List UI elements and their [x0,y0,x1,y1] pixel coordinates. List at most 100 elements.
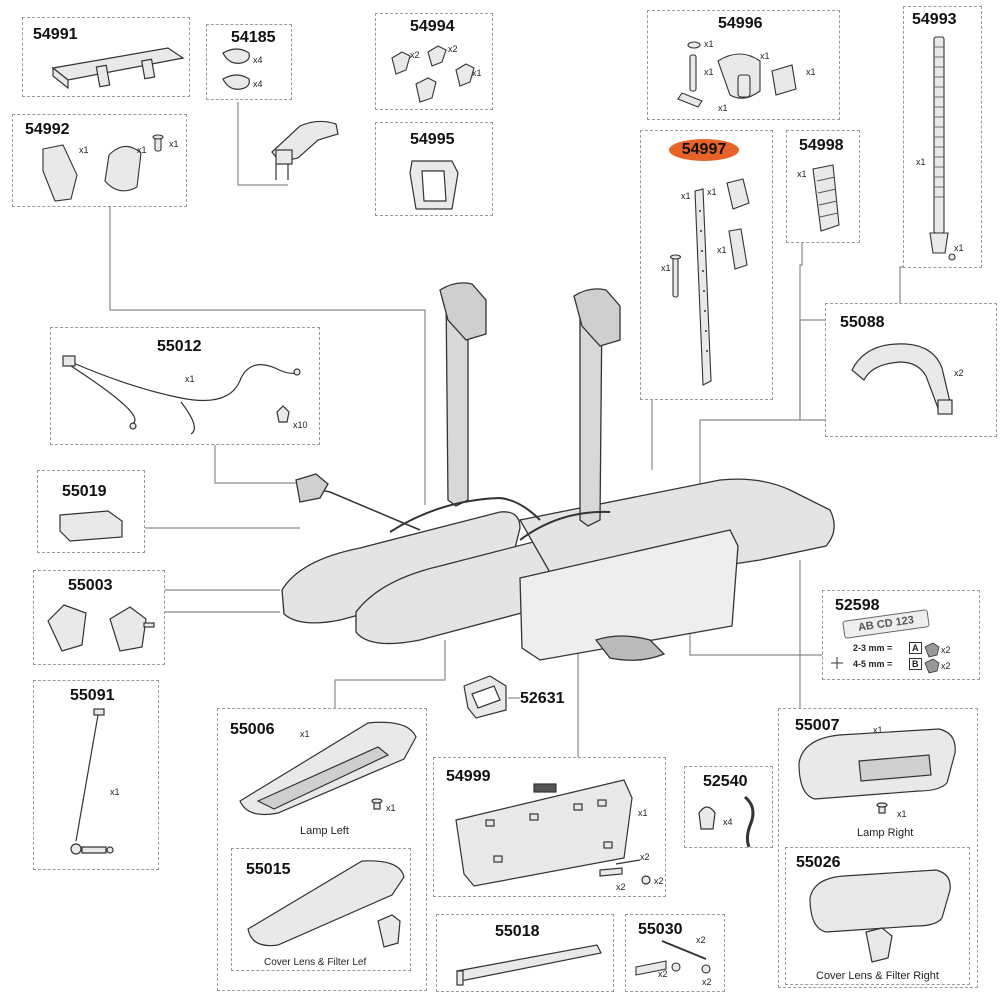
part-box-54997[interactable]: 54997 x1 x1 x1 x1 [640,130,773,400]
spacer-row-1: 2-3 mm = [853,643,893,653]
part-number: 55003 [68,577,113,594]
spacer-code-a: A [909,642,922,654]
qty-label: x1 [386,803,396,813]
qty-label: x2 [658,969,668,979]
cable-part [62,355,301,435]
part-number: 54998 [799,137,844,154]
part-number: 54996 [718,15,763,32]
part-box-54991[interactable]: 54991 [22,17,190,97]
spacer-icons [831,642,940,674]
qty-label: x2 [616,882,626,892]
clamp-rail-part [51,47,185,90]
leader-52598 [689,620,822,656]
holder-part [409,160,459,210]
spacer-row-2: 4-5 mm = [853,659,893,669]
caption: Cover Lens & Filter Lef [264,957,367,968]
part-number: 52598 [835,597,880,614]
part-box-52540[interactable]: 52540 x4 [684,766,773,848]
part-number: 54994 [410,18,455,35]
qty-label: x2 [954,368,964,378]
qty-label: x2 [410,50,420,60]
caption: Lamp Left [300,825,349,837]
part-box-54995[interactable]: 54995 [375,122,493,216]
part-box-54999[interactable]: 54999 x1 x2 x2 x2 [433,757,666,897]
qty-label: x1 [185,374,195,384]
part-number: 54997 [681,141,727,158]
bolt-set-part [635,940,711,976]
qty-label: x2 [696,935,706,945]
qty-label: x2 [654,876,664,886]
qty-label: x1 [760,51,770,61]
qty-label: x2 [941,645,951,655]
lamp-right-part [798,728,956,814]
qty-label: x1 [79,145,89,155]
qty-label: x1 [707,187,717,197]
qty-label: x1 [169,139,179,149]
qty-label: x1 [718,103,728,113]
qty-label: x1 [717,245,727,255]
caption: Cover Lens & Filter Right [816,970,939,982]
part-box-55018[interactable]: 55018 [436,914,614,992]
part-number: 54991 [33,26,78,43]
qty-label: x2 [941,661,951,671]
qty-label: x4 [253,55,263,65]
part-number: 55018 [495,923,540,940]
rail-part [456,944,602,986]
part-box-52598[interactable]: 52598 AB CD 123 2-3 mm = A x2 4-5 mm = B… [822,590,980,680]
qty-label: x4 [253,79,263,89]
part-box-55019[interactable]: 55019 [37,470,145,553]
part-box-55030[interactable]: 55030 x2 x2 x2 [625,914,725,992]
clip-set-part [391,45,475,103]
arm-set-part [42,134,164,202]
part-number: 54992 [25,121,70,138]
part-number: 55030 [638,921,683,938]
part-number: 55007 [795,717,840,734]
qty-label: x4 [723,817,733,827]
part-number: 55026 [796,854,841,871]
qty-label: x1 [704,39,714,49]
part-box-55026[interactable]: 55026 Cover Lens & Filter Right [785,847,970,985]
part-box-55003[interactable]: 55003 [33,570,165,665]
part-number: 54999 [446,768,491,785]
qty-label: x1 [472,68,482,78]
part-box-55015[interactable]: 55015 Cover Lens & Filter Lef [231,848,411,971]
clip-part [698,795,755,848]
lock-set-part [677,41,797,108]
qty-label: x1 [638,808,648,818]
leader-55006 [334,640,446,708]
part-number: 52540 [703,773,748,790]
part-box-54185[interactable]: 54185 x4 x4 [206,24,292,100]
qty-label: x1 [110,787,120,797]
cover-lens-left-part [247,860,405,948]
qty-label: x1 [300,729,310,739]
part-number: 54995 [410,131,455,148]
qty-label: x1 [704,67,714,77]
highlight-badge: 54997 [669,139,739,161]
spacer-code-b: B [909,658,922,670]
qty-label: x1 [916,157,926,167]
qty-label: x1 [873,725,883,735]
qty-label: x1 [806,67,816,77]
part-box-54998[interactable]: 54998 x1 [786,130,860,243]
part-box-54992[interactable]: 54992 x1 x1 x1 [12,114,187,207]
leader-55012 [214,445,300,484]
strap-kit-part [669,178,750,386]
part-box-55012[interactable]: 55012 x1 x10 [50,327,320,445]
part-box-55091[interactable]: 55091 x1 [33,680,159,870]
handle-part [851,343,953,415]
part-number: 55088 [840,314,885,331]
end-cap-part [47,604,155,652]
qty-label: x1 [681,191,691,201]
part-box-55088[interactable]: 55088 x2 [825,303,997,437]
part-box-54993[interactable]: 54993 x1 x1 [903,6,982,268]
part-box-54996[interactable]: 54996 x1 x1 x1 x1 x1 [647,10,840,120]
qty-label: x1 [661,263,671,273]
qty-label: x1 [137,145,147,155]
part-box-54994[interactable]: 54994 x2 x2 x1 [375,13,493,110]
pad-part [812,164,840,232]
plate-holder-part [455,779,651,887]
qty-label: x1 [897,809,907,819]
part-number: 54185 [231,29,276,46]
qty-label: x2 [702,977,712,987]
part-number-52631: 52631 [520,690,565,707]
